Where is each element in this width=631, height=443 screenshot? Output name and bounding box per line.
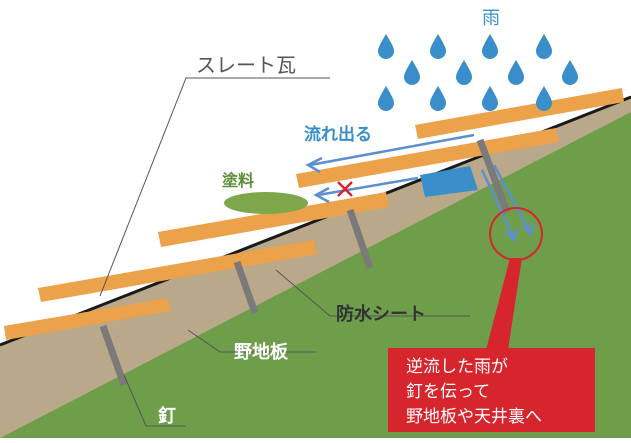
paint-label: 塗料: [222, 171, 254, 190]
flow-arrow-lower: [317, 176, 419, 197]
callout-line-1: 逆流した雨が: [406, 357, 508, 377]
nails: [99, 138, 511, 387]
waterproof-sheet-label: 防水シート: [336, 303, 426, 325]
nail-leader: [123, 374, 186, 427]
flow-out-label: 流れ出る: [304, 124, 372, 145]
blocked-x-icon: [337, 181, 353, 197]
rain-drops: [378, 34, 578, 111]
rain-label: 雨: [482, 8, 500, 29]
slate-label: スレート瓦: [196, 53, 296, 77]
sheet-leader: [275, 269, 470, 317]
raindrop-icon: [482, 34, 498, 59]
raindrop-icon: [430, 86, 446, 111]
paint-blob: [224, 192, 308, 214]
slate-tile: [38, 240, 317, 302]
nail: [476, 138, 511, 214]
slate-tile: [415, 88, 624, 139]
slate-tile: [296, 128, 559, 188]
board-leader: [187, 329, 316, 353]
flow-arrow-upper-head: [305, 156, 323, 174]
callout-box: [388, 348, 595, 432]
nail: [99, 324, 128, 387]
raindrop-icon: [562, 60, 578, 85]
raindrop-icon: [536, 34, 552, 59]
raindrop-icon: [456, 60, 472, 85]
roof-board-label: 野地板: [234, 341, 289, 363]
callout-line-2: 釘を伝って: [406, 382, 490, 402]
raindrop-icon: [378, 34, 394, 59]
raindrop-icon: [430, 34, 446, 59]
callout-line-3: 野地板や天井裏へ: [406, 406, 542, 427]
slate-tiles: [4, 88, 624, 340]
flow-arrow-lower-head: [313, 186, 330, 204]
trapped-water: [420, 166, 478, 197]
flow-arrow-upper: [309, 133, 475, 167]
raindrop-icon: [508, 60, 524, 85]
slate-tile: [158, 192, 389, 247]
leader-lines: [99, 77, 470, 427]
nail: [233, 260, 259, 315]
nail-label: 釘: [158, 405, 176, 427]
raindrop-icon: [536, 86, 552, 111]
raindrop-icon: [482, 86, 498, 111]
callout-pointer: [486, 258, 522, 350]
raindrop-icon: [378, 86, 394, 111]
flow-arrows: [305, 133, 475, 204]
backflow-arrows: [480, 164, 535, 243]
raindrop-icon: [404, 60, 420, 85]
slate-tile: [4, 298, 170, 340]
slate-leader: [99, 77, 330, 297]
nail: [346, 208, 374, 270]
